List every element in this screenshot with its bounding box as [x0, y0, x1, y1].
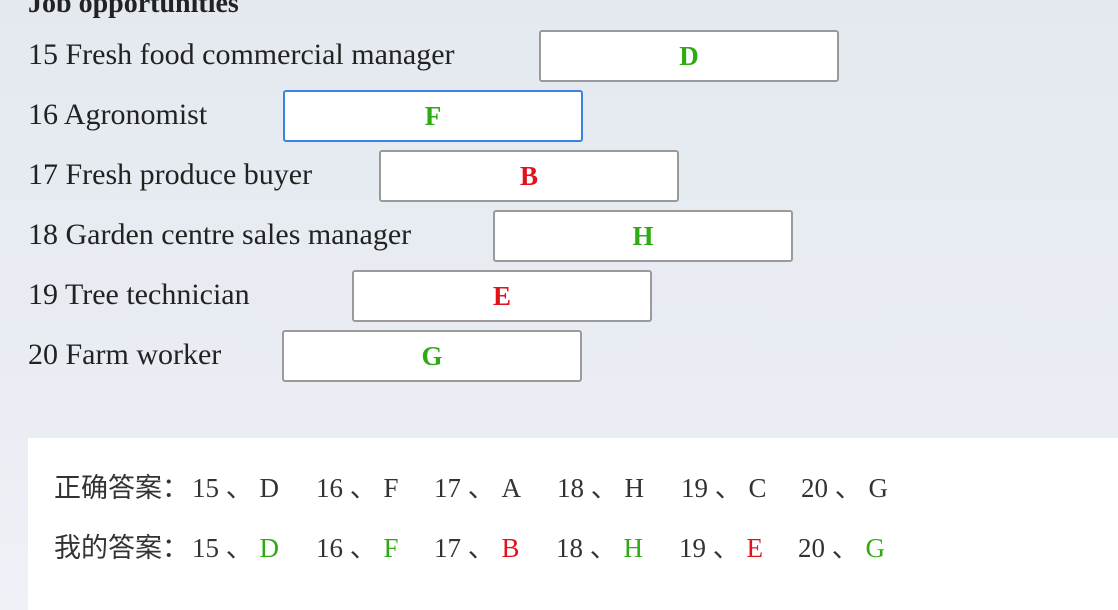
- my-answer-18: 18 、 H: [556, 533, 643, 563]
- answer-field-20[interactable]: G: [282, 330, 582, 382]
- correct-answers-label: 正确答案：: [54, 473, 189, 503]
- answer-field-15[interactable]: D: [539, 30, 839, 82]
- correct-answer-20: 20 、 G: [801, 473, 888, 503]
- correct-answers-line: 正确答案： 15 、 D 16 、 F 17 、 A 18 、 H 19 、 C…: [54, 470, 888, 506]
- my-answer-19: 19 、 E: [679, 533, 763, 563]
- question-label-17: 17 Fresh produce buyer: [28, 158, 313, 191]
- question-row-16: 16 Agronomist: [28, 89, 207, 141]
- my-answer-16: 16 、 F: [316, 533, 399, 563]
- answer-field-18[interactable]: H: [493, 210, 793, 262]
- my-answers-label: 我的答案：: [54, 533, 189, 563]
- question-row-19: 19 Tree technician: [28, 269, 250, 321]
- question-row-18: 18 Garden centre sales manager: [28, 209, 411, 261]
- question-row-17: 17 Fresh produce buyer: [28, 149, 312, 201]
- question-label-15: 15 Fresh food commercial manager: [28, 38, 455, 71]
- correct-answer-18: 18 、 H: [557, 473, 644, 503]
- correct-answer-15: 15 、 D: [192, 473, 279, 503]
- answer-field-19[interactable]: E: [352, 270, 652, 322]
- question-label-18: 18 Garden centre sales manager: [28, 218, 412, 251]
- question-row-15: 15 Fresh food commercial manager: [28, 29, 455, 81]
- my-answer-15: 15 、 D: [192, 533, 279, 563]
- question-label-19: 19 Tree technician: [28, 278, 250, 311]
- answer-field-16[interactable]: F: [283, 90, 583, 142]
- my-answer-20: 20 、 G: [798, 533, 885, 563]
- question-label-20: 20 Farm worker: [28, 338, 222, 371]
- question-row-20: 20 Farm worker: [28, 329, 221, 381]
- my-answer-17: 17 、 B: [434, 533, 520, 563]
- result-panel: 正确答案： 15 、 D 16 、 F 17 、 A 18 、 H 19 、 C…: [28, 438, 1118, 610]
- section-title: Job opportunities: [28, 0, 239, 19]
- correct-answer-19: 19 、 C: [681, 473, 767, 503]
- my-answers-line: 我的答案： 15 、 D 16 、 F 17 、 B 18 、 H 19 、 E…: [54, 530, 885, 566]
- answer-field-17[interactable]: B: [379, 150, 679, 202]
- correct-answer-17: 17 、 A: [434, 473, 521, 503]
- correct-answer-16: 16 、 F: [316, 473, 399, 503]
- question-label-16: 16 Agronomist: [28, 98, 208, 131]
